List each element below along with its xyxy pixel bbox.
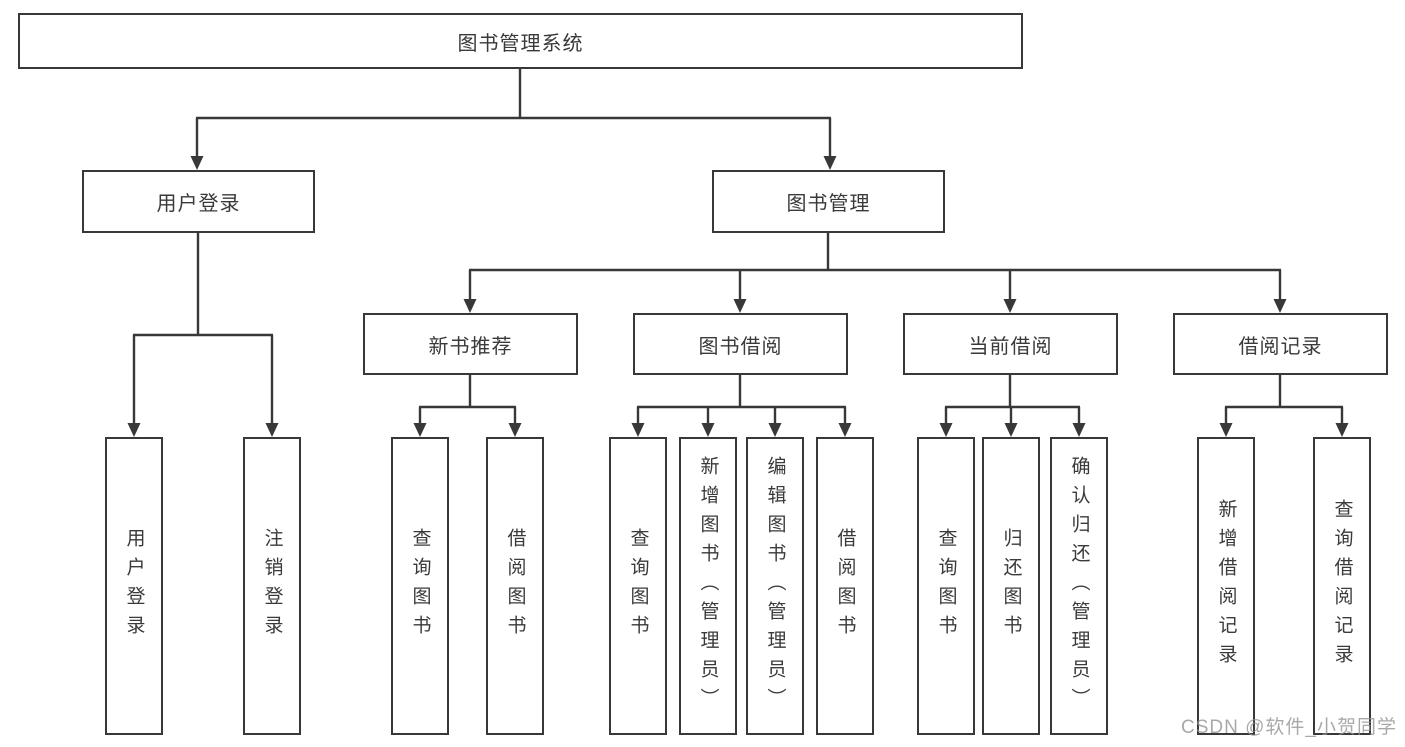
arrowhead	[265, 423, 279, 437]
node-user-login: 用户登录	[82, 170, 315, 233]
csdn-watermark: CSDN @软件_小贺同学	[1181, 717, 1397, 738]
leaf-label: 确认归还（管理员）	[1068, 455, 1090, 717]
arrowhead	[1004, 423, 1018, 437]
node-root: 图书管理系统	[18, 13, 1023, 69]
arrowhead	[1273, 299, 1287, 313]
group-label: 图书借阅	[698, 335, 783, 358]
leaf-label: 查询图书	[409, 528, 431, 644]
connector-user-login	[132, 232, 274, 424]
node-root-label: 图书管理系统	[457, 32, 584, 55]
node-current-borrowing: 当前借阅	[903, 313, 1118, 375]
leaf-confirm-return-admin: 确认归还（管理员）	[1050, 437, 1108, 735]
leaf-borrow-books: 借阅图书	[816, 437, 874, 735]
leaf-label: 用户登录	[123, 528, 145, 644]
arrowhead	[768, 423, 782, 437]
node-book-management: 图书管理	[712, 170, 945, 233]
arrowhead	[631, 423, 645, 437]
group-label: 借阅记录	[1238, 335, 1323, 358]
leaf-edit-book-admin: 编辑图书（管理员）	[746, 437, 804, 735]
leaf-logout: 注销登录	[243, 437, 301, 735]
leaf-user-login: 用户登录	[105, 437, 163, 735]
arrowhead	[838, 423, 852, 437]
leaf-query-books: 查询图书	[391, 437, 449, 735]
node-user-login-label: 用户登录	[156, 193, 241, 215]
leaf-label: 查询借阅记录	[1331, 499, 1353, 673]
arrowhead	[701, 423, 715, 437]
leaf-query-books: 查询图书	[609, 437, 667, 735]
connector-root	[195, 69, 832, 157]
arrowhead	[1219, 423, 1233, 437]
arrowhead	[508, 423, 522, 437]
arrowhead	[939, 423, 953, 437]
group-label: 当前借阅	[968, 335, 1053, 358]
leaf-label: 查询图书	[627, 528, 649, 644]
leaf-label: 查询图书	[935, 528, 957, 644]
leaf-label: 新增图书（管理员）	[697, 455, 719, 717]
leaf-add-book-admin: 新增图书（管理员）	[679, 437, 737, 735]
arrowhead	[190, 156, 204, 170]
leaf-query-books: 查询图书	[917, 437, 975, 735]
connector-book-management	[468, 232, 1282, 300]
leaf-borrow-books: 借阅图书	[486, 437, 544, 735]
node-book-management-label: 图书管理	[786, 193, 871, 215]
arrowhead	[823, 156, 837, 170]
leaf-label: 新增借阅记录	[1215, 499, 1237, 673]
connector-groups-to-leaves	[418, 374, 1344, 424]
arrowhead	[1335, 423, 1349, 437]
leaf-label: 借阅图书	[834, 528, 856, 644]
leaf-label: 编辑图书（管理员）	[764, 455, 786, 717]
arrowhead	[1072, 423, 1086, 437]
arrowhead	[413, 423, 427, 437]
node-book-borrowing: 图书借阅	[633, 313, 848, 375]
leaf-label: 借阅图书	[504, 528, 526, 644]
node-borrowing-records: 借阅记录	[1173, 313, 1388, 375]
arrowhead	[733, 299, 747, 313]
leaf-label: 注销登录	[261, 528, 283, 644]
arrowhead	[127, 423, 141, 437]
leaf-query-borrow-record: 查询借阅记录	[1313, 437, 1371, 735]
arrowhead	[1003, 299, 1017, 313]
leaf-label: 归还图书	[1000, 528, 1022, 644]
leaf-add-borrow-record: 新增借阅记录	[1197, 437, 1255, 735]
arrowhead	[463, 299, 477, 313]
node-new-book-recommendation: 新书推荐	[363, 313, 578, 375]
group-label: 新书推荐	[428, 335, 513, 358]
leaf-return-books: 归还图书	[982, 437, 1040, 735]
